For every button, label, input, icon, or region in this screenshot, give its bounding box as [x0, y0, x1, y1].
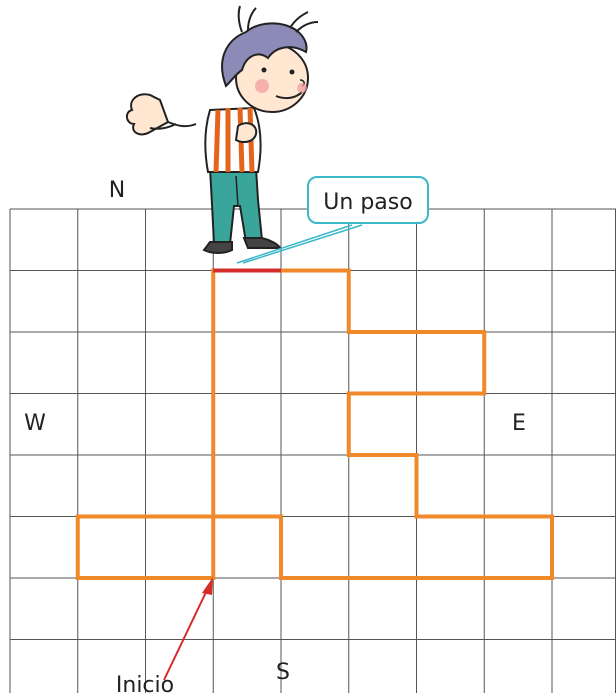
start-arrow — [164, 588, 208, 680]
compass-east: E — [512, 411, 526, 436]
right-shoe — [244, 238, 280, 248]
route-path — [78, 271, 552, 579]
cartoon-girl-illustration — [127, 6, 318, 253]
grid — [10, 209, 616, 693]
left-shoe — [204, 242, 232, 253]
start-label: Inicio — [116, 673, 174, 693]
compass-north: N — [109, 178, 125, 203]
waving-hand — [127, 94, 196, 134]
callout-text: Un paso — [323, 190, 412, 215]
callout-un-paso: Un paso — [237, 177, 428, 263]
compass-west: W — [24, 411, 46, 436]
arm — [236, 123, 256, 142]
compass-south: S — [276, 660, 290, 685]
